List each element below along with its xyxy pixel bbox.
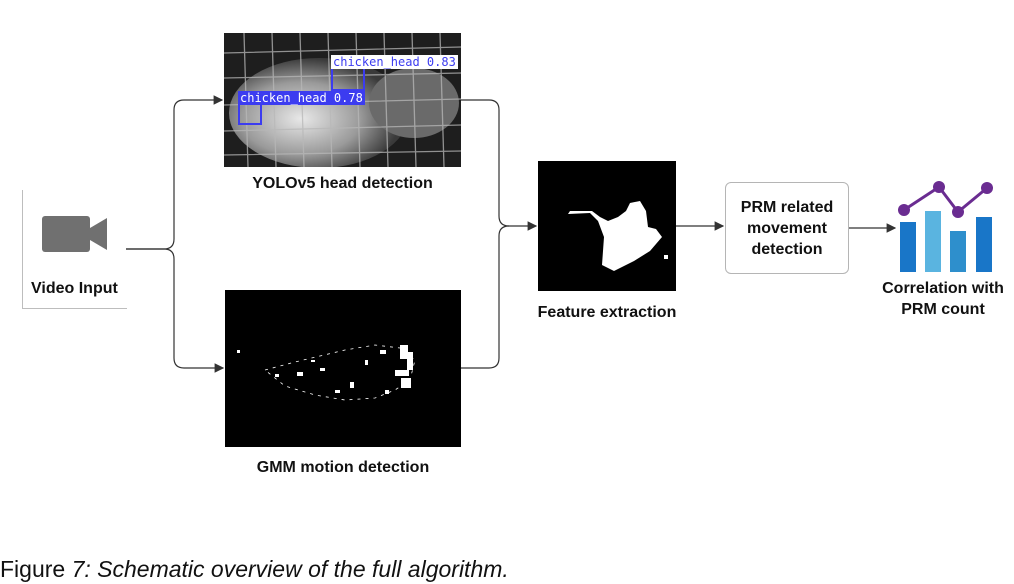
arrow-gmm-to-feature xyxy=(461,225,510,369)
detection-label-2: chicken_head 0.78 xyxy=(238,91,365,105)
caption-prefix: Figure xyxy=(0,556,72,582)
arrow-to-gmm xyxy=(126,248,225,373)
video-input-block: Video Input xyxy=(22,190,127,309)
arrow-to-yolo xyxy=(126,95,224,250)
arrow-yolo-to-feature xyxy=(461,99,538,231)
correlation-label-line1: Correlation with xyxy=(882,280,1004,297)
caption-text: : Schematic overview of the full algorit… xyxy=(84,556,509,582)
gmm-label: GMM motion detection xyxy=(256,459,430,476)
prm-detection-box: PRM related movement detection xyxy=(725,182,849,274)
detection-label-1: chicken_head 0.83 xyxy=(331,55,458,69)
video-camera-icon xyxy=(42,216,107,252)
yolo-label: YOLOv5 head detection xyxy=(252,175,433,192)
correlation-label: Correlation with PRM count xyxy=(868,278,1014,320)
feature-label: Feature extraction xyxy=(537,304,677,321)
feature-extraction-image xyxy=(538,161,676,291)
gmm-motion-image xyxy=(225,290,461,447)
yolo-detection-image: chicken_head 0.83 chicken_head 0.78 xyxy=(224,33,461,167)
figure-caption: Figure 7: Schematic overview of the full… xyxy=(0,556,509,583)
video-input-label: Video Input xyxy=(31,280,118,297)
caption-number: 7 xyxy=(71,556,85,582)
correlation-label-line2: PRM count xyxy=(901,301,985,318)
